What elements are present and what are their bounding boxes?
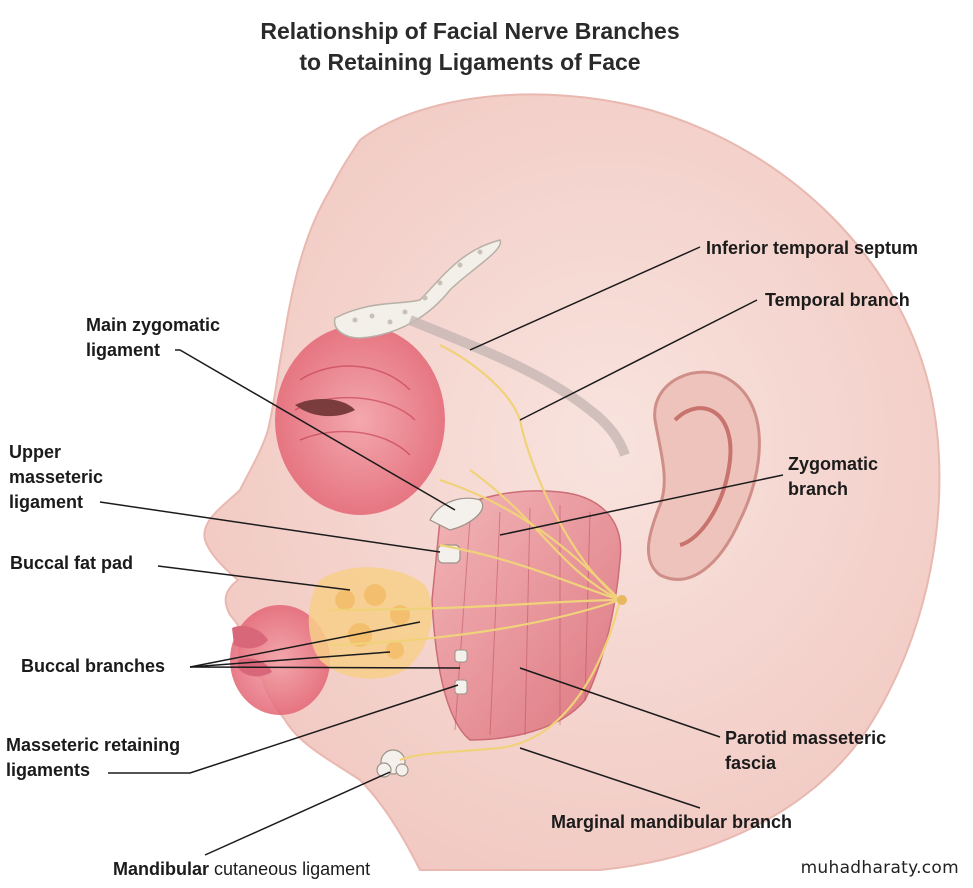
ear: [646, 370, 761, 581]
label-masseteric-retaining-ligaments: Masseteric retaining ligaments: [6, 733, 180, 783]
temporal-septum-band: [408, 315, 630, 457]
label-word: Mandibular: [113, 859, 210, 879]
leader-buccal-branches-2: [189, 651, 391, 668]
label-line: Parotid masseteric: [725, 728, 887, 748]
label-line: ligaments: [6, 760, 91, 780]
leader-main-zygomatic-ligament: [175, 349, 456, 511]
title-line-1: Relationship of Facial Nerve Branches: [260, 18, 680, 44]
masseteric-retaining-ligament: [454, 649, 468, 663]
leader-marginal-mandibular-branch: [519, 747, 701, 809]
orbicularis-oculi-muscle: [275, 325, 445, 515]
label-line: masseteric: [9, 467, 104, 487]
label-line: Main zygomatic: [86, 315, 221, 335]
leader-parotid-masseteric-fascia: [519, 667, 721, 738]
leader-inferior-temporal-septum: [469, 246, 701, 351]
leader-buccal-branches-3: [189, 666, 461, 669]
temporal-nerve-branch: [439, 344, 621, 601]
leader-zygomatic-branch: [499, 474, 784, 536]
label-line: Masseteric retaining: [6, 735, 181, 755]
watermark: muhadharaty.com: [800, 858, 959, 878]
leader-mandibular-cutaneous-ligament: [204, 771, 391, 856]
leader-buccal-fat-pad: [157, 565, 351, 591]
label-parotid-masseteric-fascia: Parotid masseteric fascia: [725, 726, 886, 776]
masseteric-retaining-ligament: [454, 679, 468, 695]
leader-lines: [99, 246, 784, 856]
label-line: fascia: [725, 753, 777, 773]
label-temporal-branch: Temporal branch: [765, 290, 910, 310]
label-line: Upper: [9, 442, 62, 462]
zygomatic-nerve-branch: [439, 478, 621, 601]
label-buccal-fat-pad: Buccal fat pad: [10, 553, 134, 573]
label-buccal-branches: Buccal branches: [21, 656, 166, 676]
label-line: branch: [788, 479, 849, 499]
buccal-nerve-branch: [329, 598, 621, 612]
label-line: ligament: [9, 492, 84, 512]
label-mandibular-cutaneous-ligament: Mandibular cutaneous ligament: [113, 857, 370, 882]
buccal-nerve-branch: [329, 598, 621, 647]
facial-nerve-branches: [329, 344, 622, 762]
diagram-title: Relationship of Facial Nerve Branches to…: [0, 16, 940, 78]
label-line: ligament: [86, 340, 161, 360]
label-upper-masseteric-ligament: Upper masseteric ligament: [9, 440, 103, 515]
leader-buccal-branches-1: [189, 621, 421, 668]
label-zygomatic-branch: Zygomatic branch: [788, 452, 878, 502]
leader-masseteric-retaining-ligaments: [108, 684, 459, 774]
main-zygomatic-ligament: [429, 497, 484, 531]
leader-temporal-branch: [519, 299, 758, 421]
upper-masseteric-ligament: [437, 544, 461, 564]
eye: [295, 398, 355, 417]
leader-upper-masseteric-ligament: [99, 501, 441, 553]
label-main-zygomatic-ligament: Main zygomatic ligament: [86, 313, 220, 363]
label-marginal-mandibular-branch: Marginal mandibular branch: [551, 812, 793, 832]
label-line: Zygomatic: [788, 454, 879, 474]
label-word: cutaneous ligament: [214, 859, 371, 879]
marginal-mandibular-nerve-branch: [399, 599, 622, 762]
label-inferior-temporal-septum: Inferior temporal septum: [706, 238, 919, 258]
title-line-2: to Retaining Ligaments of Face: [299, 49, 641, 75]
